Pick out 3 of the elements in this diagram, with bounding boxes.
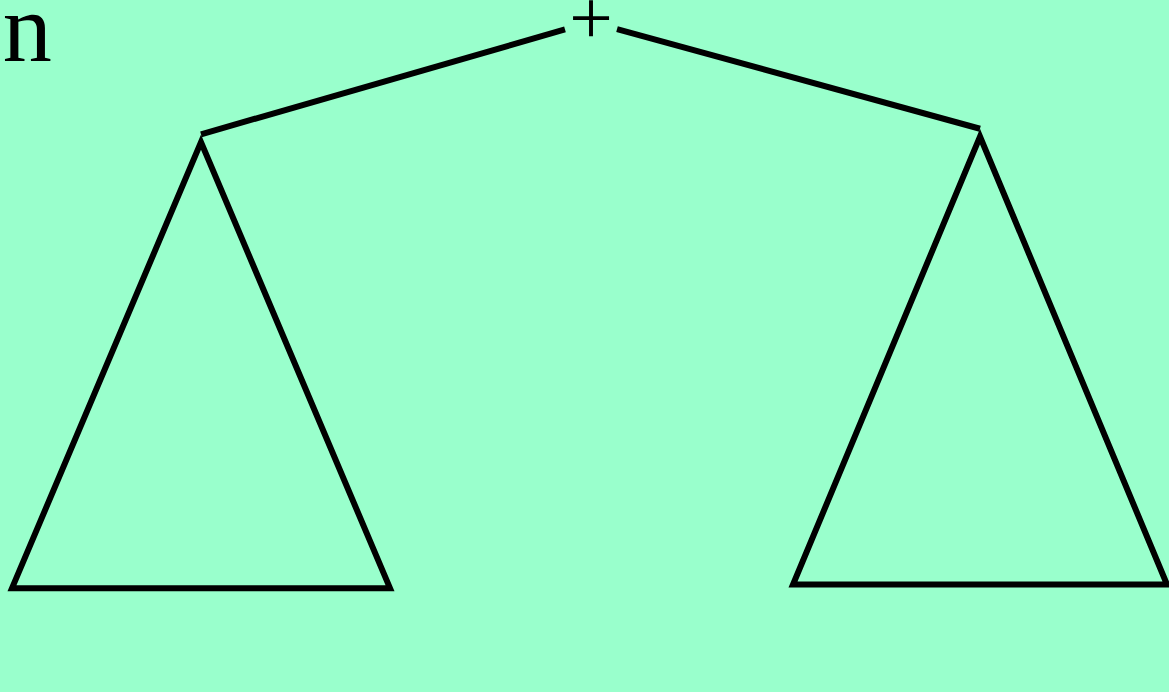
line: [616, 26, 981, 132]
node-text: +: [573, 0, 610, 37]
line: [200, 26, 566, 138]
